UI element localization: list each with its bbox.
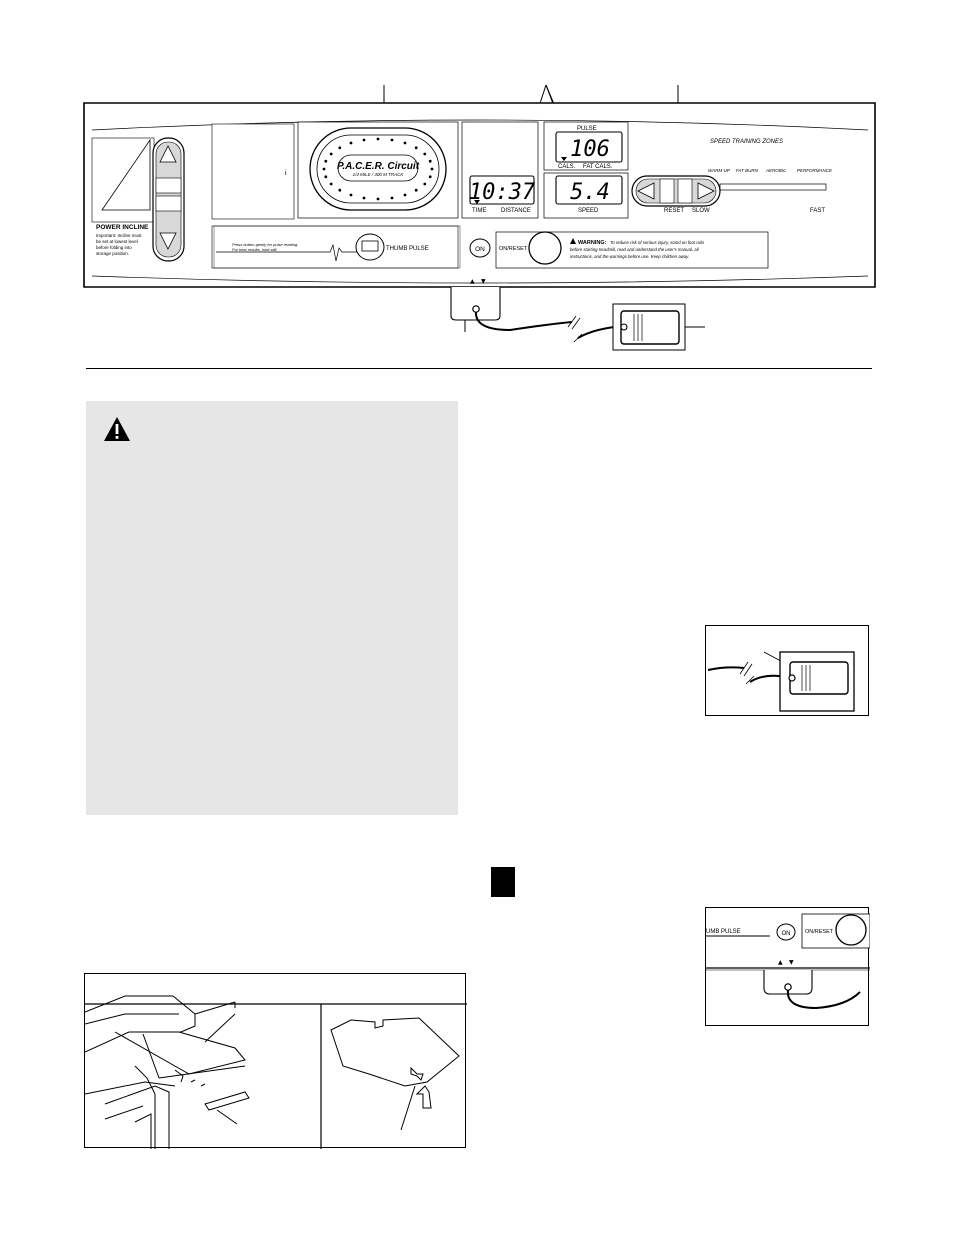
svg-text:▲: ▲ (778, 959, 783, 966)
track-light (428, 159, 432, 163)
track-light (362, 196, 366, 200)
zones-title: SPEED TRAINING ZONES (710, 139, 783, 145)
track-light (329, 182, 333, 186)
track-light (338, 188, 342, 192)
incline-note-4: storage position. (96, 251, 129, 256)
distance-label: DISTANCE (501, 208, 531, 214)
track-light (322, 167, 326, 171)
thumb-pulse-label: THUMB PULSE (386, 246, 429, 252)
speed-down-icon[interactable] (637, 182, 655, 200)
speed-up-icon[interactable] (697, 182, 715, 200)
warning-line-3: instructions, and the warnings before us… (570, 254, 689, 259)
thumb-pulse-sensor[interactable] (355, 233, 385, 261)
track-light (362, 138, 366, 142)
speed-zone-bar (719, 183, 827, 191)
safety-key[interactable] (612, 303, 686, 351)
speed-rocker[interactable] (631, 175, 721, 207)
on-reset-label: ON/RESET (499, 246, 528, 252)
time-readout: 10:37 (469, 180, 536, 205)
svg-text:▼: ▼ (789, 959, 794, 966)
svg-text:▲: ▲ (470, 278, 475, 285)
zone-fat-burn: FAT BURN (736, 168, 759, 173)
pulse-label: PULSE (577, 126, 597, 132)
track-light (390, 138, 394, 142)
track-display: P.A.C.E.R. Circuit 1/4 MILE / 400 M TRAC… (309, 127, 447, 211)
track-light (403, 141, 407, 145)
slow-label: SLOW (692, 208, 710, 214)
zone-aerobic: AEROBIC (765, 168, 787, 173)
track-label: 1/4 MILE / 400 M TRACK (353, 172, 405, 177)
track-light (376, 197, 380, 201)
incline-up-icon[interactable] (159, 145, 177, 163)
track-light (338, 146, 342, 150)
track-light (349, 141, 353, 145)
track-light (423, 182, 427, 186)
track-light (376, 137, 380, 141)
incline-rocker[interactable] (152, 137, 185, 262)
incline-note-2: be set at lowest level (96, 239, 138, 244)
frame-assembly-figure (84, 973, 467, 1149)
on-label: ON (475, 246, 485, 253)
track-light (349, 193, 353, 197)
key-receptacle (450, 287, 501, 321)
fat-cals-label: FAT CALS. (583, 164, 613, 170)
incline-down-icon[interactable] (159, 232, 177, 250)
zone-warm-up: WARM-UP (708, 168, 730, 173)
speed-label: SPEED (578, 208, 599, 214)
brand-logo: P.A.C.E.R. Circuit (337, 161, 420, 172)
inset-thumb-pulse-label: UMB PULSE (706, 929, 741, 935)
track-light (428, 175, 432, 179)
power-incline-label: POWER INCLINE (96, 224, 149, 231)
zone-performance: PERFORMANCE (797, 168, 833, 173)
track-light (324, 175, 328, 179)
key-figure (705, 625, 869, 716)
inset-on-button[interactable] (776, 923, 796, 941)
fast-label: FAST (810, 208, 825, 214)
cals-label: CALS. (558, 164, 576, 170)
svg-text:▼: ▼ (481, 278, 486, 285)
incline-note-3: before folding into (96, 245, 132, 250)
track-light (403, 193, 407, 197)
section-divider (86, 368, 872, 369)
warning-line-2: before starting treadmill, read and unde… (570, 247, 700, 252)
track-lights (322, 137, 434, 201)
on-reset-button[interactable] (528, 231, 562, 265)
track-light (324, 159, 328, 163)
inset-on-reset-button[interactable] (835, 914, 867, 946)
warning-triangle-icon (104, 417, 130, 441)
track-light (414, 146, 418, 150)
warning-line-1: To reduce risk of serious injury, stand … (610, 240, 705, 245)
reset-label: RESET (664, 208, 684, 214)
track-light (329, 152, 333, 156)
pulse-instruction-2: For best results, hold still. (232, 247, 277, 252)
incline-note-1: Important: Incline must (96, 233, 142, 238)
inset-on-label: ON (782, 931, 791, 937)
pulse-readout: 106 (570, 137, 610, 162)
track-light (414, 188, 418, 192)
console-diagram: POWER INCLINE Important: Incline must be… (83, 84, 876, 351)
on-reset-inset-figure: UMB PULSE ON ON/RESET ▲ ▼ (705, 907, 870, 1026)
on-button[interactable]: ON (469, 238, 491, 258)
track-light (430, 167, 434, 171)
track-light (390, 196, 394, 200)
warning-title: WARNING: (578, 240, 607, 246)
warning-icon (570, 238, 576, 244)
speed-readout: 5.4 (570, 180, 610, 205)
warning-box (86, 401, 458, 815)
svg-text:i: i (285, 170, 287, 177)
time-label: TIME (472, 208, 486, 214)
track-light (423, 152, 427, 156)
step-number-badge (491, 867, 515, 897)
pulse-instruction-1: Press button gently for pulse reading. (232, 242, 298, 247)
inset-on-reset-label: ON/RESET (805, 929, 834, 935)
